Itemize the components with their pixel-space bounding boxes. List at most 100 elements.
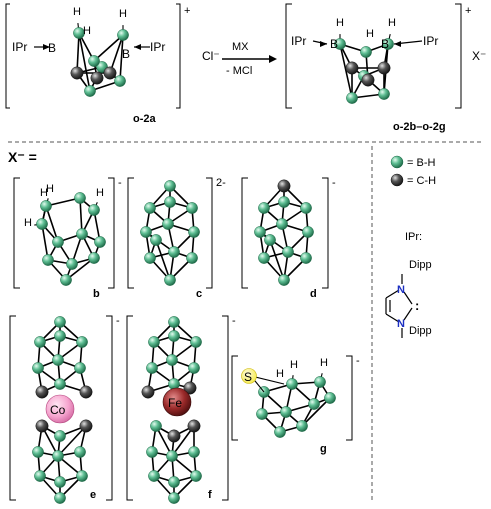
carbon-atom	[35, 419, 49, 433]
dipp-top: Dipp	[409, 259, 432, 271]
boron-atom	[334, 38, 346, 50]
boron-atom	[88, 204, 100, 216]
anion-b-bridge-h: H	[40, 187, 48, 199]
iron-symbol: Fe	[168, 396, 182, 410]
boron-atom	[148, 470, 160, 482]
cluster-bond	[41, 223, 49, 261]
boron-atom	[74, 192, 86, 204]
imidazolylidene-ring	[385, 274, 413, 338]
reactant-label: o-2a	[133, 113, 157, 125]
boron-atom	[144, 252, 156, 264]
nitrogen-bottom: N	[397, 318, 405, 330]
terminal-h: H	[46, 183, 54, 195]
boron-atom	[52, 450, 64, 462]
cluster-bond	[109, 34, 124, 74]
anion-c-label: c	[196, 288, 202, 300]
boron-atom	[32, 362, 44, 374]
boron-atom	[66, 258, 78, 270]
boron-atom	[36, 218, 48, 230]
reactant-charge: +	[184, 5, 190, 17]
terminal-h: H	[290, 359, 298, 371]
boron-atom	[278, 196, 290, 208]
nitrogen-top: N	[397, 284, 405, 296]
terminal-h: H	[96, 187, 104, 199]
boron-atom	[73, 27, 85, 39]
reactant-counterion: Cl⁻	[202, 49, 220, 63]
boron-atom	[76, 470, 88, 482]
product-ligand-left: IPr	[291, 34, 306, 48]
carbon-atom	[345, 61, 359, 75]
anion-c-charge: 2-	[216, 177, 226, 189]
boron-atom	[32, 446, 44, 458]
boron-atom	[280, 406, 292, 418]
anion-e: - Co e	[9, 315, 120, 504]
anion-g-bridge-h: H	[276, 368, 284, 380]
boron-atom	[300, 252, 312, 264]
carbon-atom	[103, 66, 117, 80]
anion-g-charge: -	[356, 355, 360, 367]
boron-atom	[286, 378, 298, 390]
legend-ch: = C-H	[407, 175, 436, 187]
cluster-bond	[119, 34, 124, 82]
boron-atom	[140, 226, 152, 238]
reactant-bridge-h: H	[83, 25, 91, 37]
boron-atom	[146, 446, 158, 458]
boron-atom	[162, 218, 174, 230]
cluster-bond	[93, 34, 124, 62]
boron-atom	[254, 226, 266, 238]
product-label: o-2b–o-2g	[393, 121, 446, 133]
cluster-bond	[79, 197, 83, 235]
boron-atom	[300, 202, 312, 214]
carbon-atom	[70, 66, 84, 80]
cluster-bond	[57, 425, 87, 457]
boron-symbol: B	[330, 37, 338, 51]
cluster-bond	[269, 239, 285, 281]
legend: = B-H = C-H	[390, 155, 436, 187]
boron-symbol: B	[48, 41, 56, 55]
anion-c: 2- c	[127, 177, 226, 300]
cobalt-atom	[45, 394, 75, 424]
carbon-atom	[79, 385, 93, 399]
carbon-atom	[361, 73, 375, 87]
boron-atom	[274, 426, 286, 438]
boron-atom	[94, 236, 106, 248]
cobalt-symbol: Co	[50, 403, 66, 417]
reactant-ligand-left: IPr	[12, 40, 27, 54]
carbene-lone-pair: :	[415, 298, 419, 313]
cluster-bond	[65, 257, 95, 281]
carbon-legend-swatch	[390, 173, 404, 187]
boron-atom	[54, 430, 66, 442]
boron-atom	[146, 362, 158, 374]
boron-atom	[188, 362, 200, 374]
boron-atom	[346, 92, 358, 104]
boron-atom	[34, 470, 46, 482]
boron-atom	[382, 38, 394, 50]
ipr-title: IPr:	[405, 231, 422, 243]
carbon-atom	[187, 419, 201, 433]
dipp-bottom: Dipp	[409, 325, 432, 337]
anion-f: - Fe f	[126, 315, 236, 504]
boron-atom	[144, 202, 156, 214]
boron-atom	[188, 226, 200, 238]
product-ligand-right: IPr	[423, 34, 438, 48]
boron-atom	[168, 316, 180, 328]
legend-bh: = B-H	[407, 157, 435, 169]
boron-atom	[166, 354, 178, 366]
boron-atom	[258, 202, 270, 214]
boron-atom	[54, 492, 66, 504]
cluster-bond	[76, 32, 80, 74]
cluster-bond	[301, 397, 331, 427]
boron-atom	[114, 75, 126, 87]
terminal-h: H	[320, 357, 328, 369]
boron-atom	[360, 46, 372, 58]
boron-atom	[84, 85, 96, 97]
iron-atom	[162, 387, 192, 417]
boron-atom	[166, 450, 178, 462]
anions-heading: X⁻ =	[8, 149, 37, 165]
boron-atom	[168, 476, 180, 488]
reaction-arrow: MX - MCl	[222, 41, 277, 77]
